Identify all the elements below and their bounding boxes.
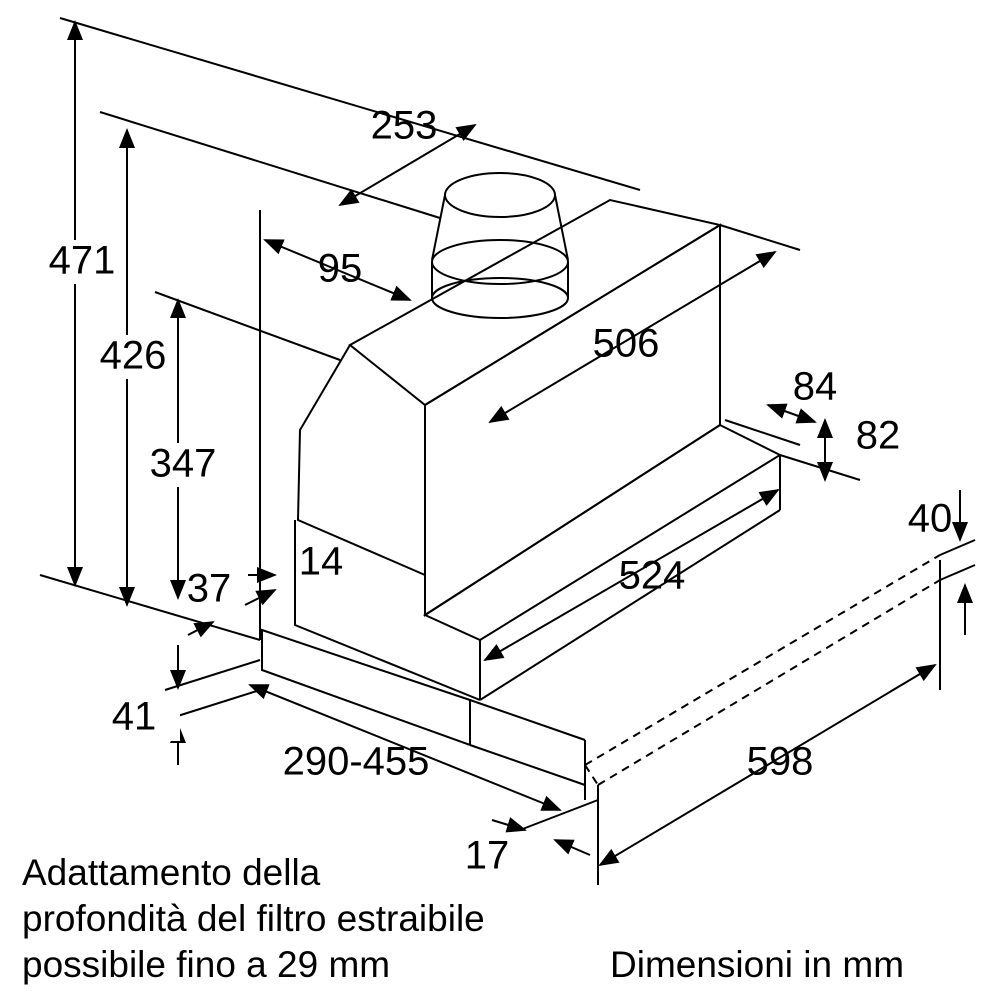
dim-17: 17 — [465, 834, 510, 878]
caption-line-2: profondità del filtro estraibile — [22, 898, 485, 939]
dim-253: 253 — [371, 104, 438, 148]
units-note: Dimensioni in mm — [610, 944, 905, 985]
dim-598: 598 — [747, 740, 814, 784]
dim-506: 506 — [593, 322, 660, 366]
dim-426: 426 — [100, 334, 167, 378]
dim-14: 14 — [299, 540, 344, 584]
caption-line-1: Adattamento della — [22, 852, 321, 893]
dim-84: 84 — [793, 365, 838, 409]
dim-41: 41 — [112, 695, 157, 739]
caption-line-3: possibile fino a 29 mm — [22, 944, 391, 985]
dim-471: 471 — [49, 239, 116, 283]
dim-37: 37 — [187, 567, 232, 611]
dim-290-455: 290-455 — [283, 740, 430, 784]
dim-347: 347 — [150, 442, 217, 486]
dim-40: 40 — [908, 497, 953, 541]
dim-95: 95 — [318, 247, 363, 291]
dim-524: 524 — [619, 554, 686, 598]
dim-82: 82 — [856, 414, 901, 458]
